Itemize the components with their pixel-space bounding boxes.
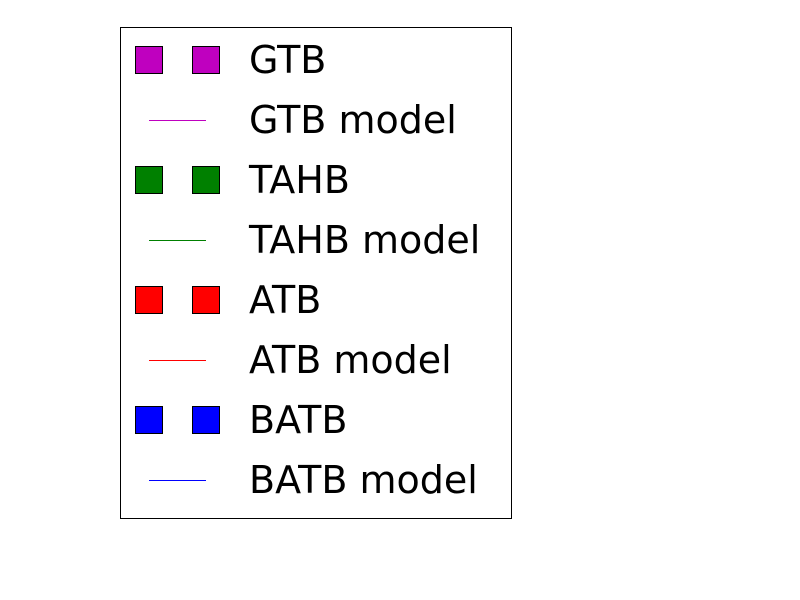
legend-square-marker <box>135 166 163 194</box>
legend-square-marker <box>192 286 220 314</box>
legend-line-marker <box>149 240 206 241</box>
legend-square-marker <box>192 166 220 194</box>
legend-square-marker <box>135 286 163 314</box>
legend-line-marker <box>149 480 206 481</box>
legend-line-marker <box>149 360 206 361</box>
legend-label: TAHB <box>249 158 350 202</box>
legend-label: TAHB model <box>249 218 481 262</box>
legend-label: ATB <box>249 278 322 322</box>
legend-entry: ATB model <box>121 330 511 390</box>
legend-entry: TAHB <box>121 150 511 210</box>
legend-entry: BATB model <box>121 450 511 510</box>
legend-label: BATB model <box>249 458 478 502</box>
legend-square-marker <box>135 46 163 74</box>
legend-label: GTB model <box>249 98 457 142</box>
legend-line-marker <box>149 120 206 121</box>
legend-entry: ATB <box>121 270 511 330</box>
legend-label: ATB model <box>249 338 452 382</box>
legend-square-marker <box>192 46 220 74</box>
legend-square-marker <box>192 406 220 434</box>
legend-entry: GTB <box>121 30 511 90</box>
legend-entry: GTB model <box>121 90 511 150</box>
legend-square-marker <box>135 406 163 434</box>
legend-entry: BATB <box>121 390 511 450</box>
legend-label: GTB <box>249 38 327 82</box>
legend-label: BATB <box>249 398 348 442</box>
legend-entry: TAHB model <box>121 210 511 270</box>
